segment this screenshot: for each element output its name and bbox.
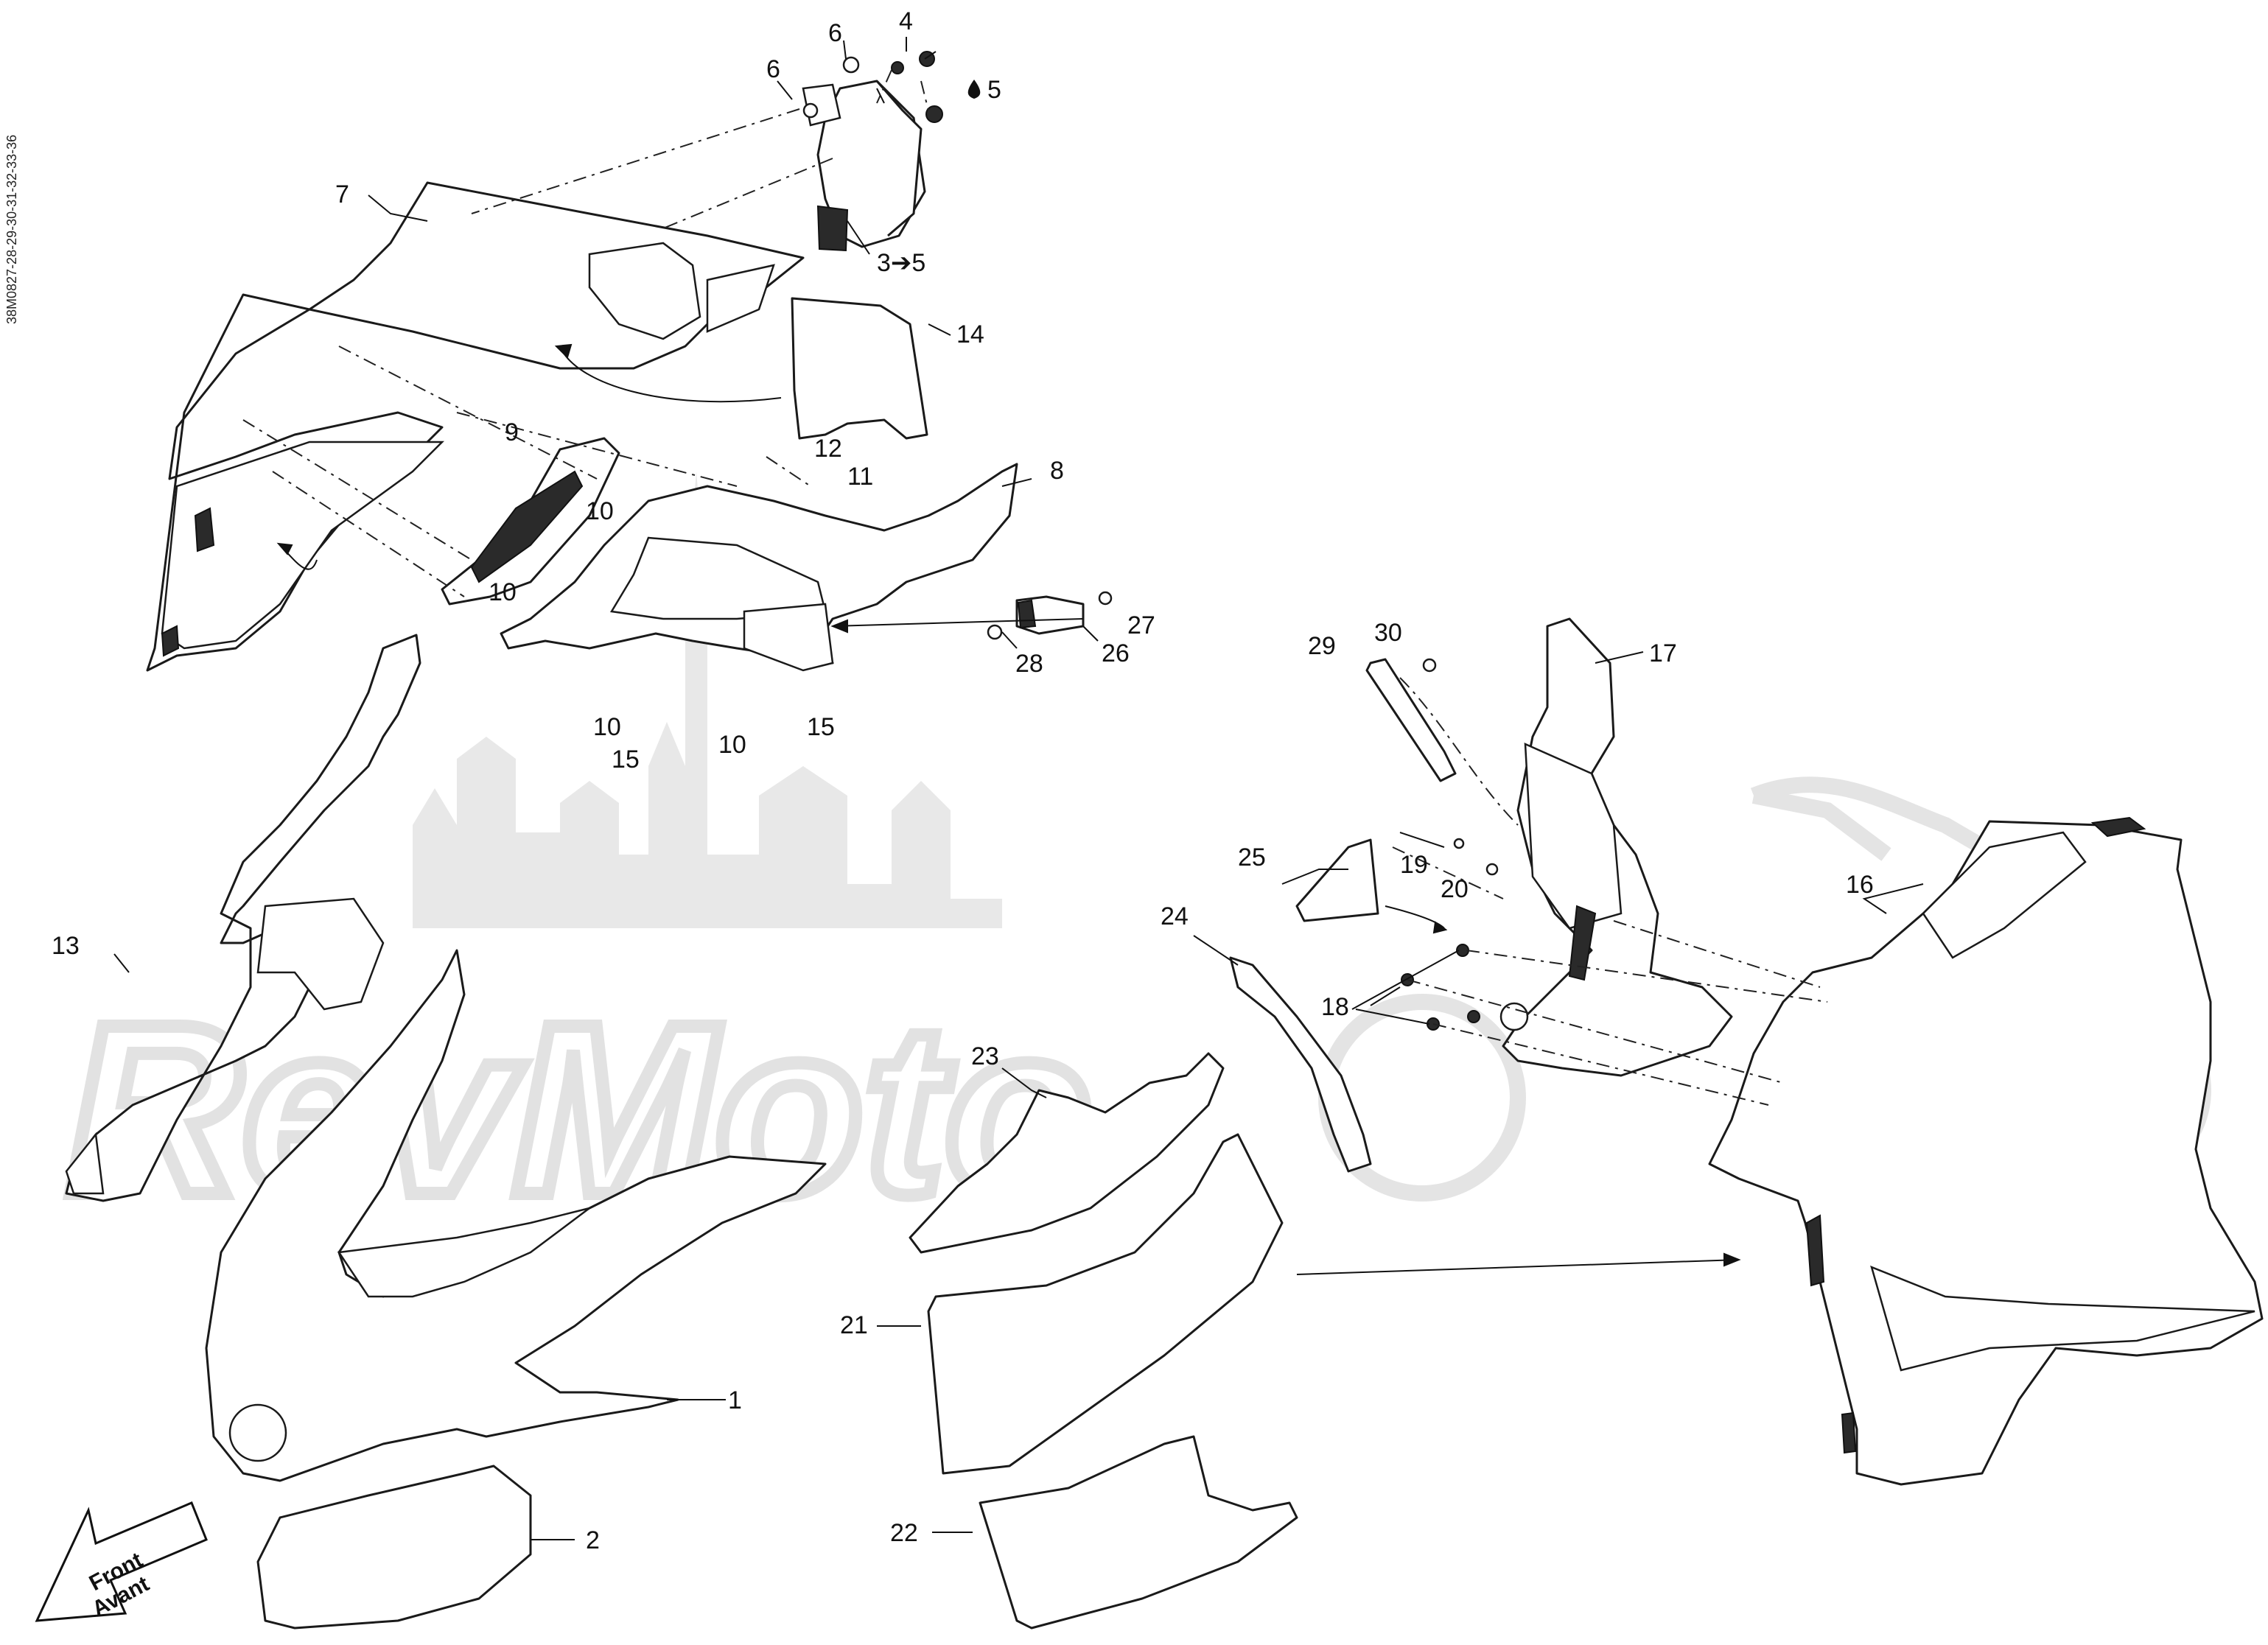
- part-13-side-fairing: [65, 634, 421, 1202]
- assembly-lines: [242, 69, 1828, 1106]
- leader-lines: [113, 37, 1924, 1540]
- callout-14: 14: [956, 320, 984, 348]
- watermark-text: RevMoto: [66, 973, 1093, 1245]
- callout-5: 5: [987, 76, 1001, 104]
- callout-15-a: 15: [612, 746, 640, 774]
- part-7-inner-panel: [146, 181, 805, 672]
- callout-18: 18: [1321, 993, 1349, 1021]
- part-21-lower-panel: [927, 1133, 1284, 1475]
- callout-16: 16: [1846, 871, 1874, 899]
- part-1-front-nose: [205, 949, 827, 1482]
- callout-4: 4: [899, 7, 913, 35]
- part-26-clip: [987, 591, 1113, 640]
- callout-9: 9: [505, 418, 519, 446]
- front-direction-arrow: Front Avant: [35, 1501, 208, 1622]
- part-3-light-module: [802, 80, 926, 252]
- part-25-block: [1295, 838, 1379, 922]
- part-14-insert: [791, 297, 928, 440]
- callout-29: 29: [1308, 632, 1336, 660]
- callout-6-side: 6: [766, 55, 780, 83]
- part-30-screw: [1422, 658, 1437, 673]
- callout-10-a: 10: [586, 497, 614, 525]
- grease-drop-icon: [967, 80, 981, 99]
- assembly-arrows: [276, 343, 1741, 1275]
- callout-13: 13: [52, 932, 80, 960]
- part-17-bracket: [1499, 617, 1733, 1077]
- watermark-castle: [413, 471, 1002, 928]
- callout-28: 28: [1015, 650, 1043, 678]
- callout-26: 26: [1102, 639, 1130, 667]
- callout-10-c: 10: [593, 713, 621, 741]
- part-2-chin: [256, 1465, 532, 1630]
- callout-15-b: 15: [807, 713, 835, 741]
- part-23-trim: [909, 1052, 1225, 1254]
- callout-23: 23: [971, 1042, 999, 1070]
- callout-19: 19: [1400, 851, 1428, 879]
- callout-1: 1: [728, 1386, 742, 1414]
- callout-12: 12: [814, 435, 842, 463]
- part-16-side-fairing: [1708, 816, 2264, 1486]
- callout-25: 25: [1238, 843, 1266, 871]
- callout-10-b: 10: [489, 578, 517, 606]
- part-9-grille: [441, 437, 620, 606]
- callout-6-top: 6: [828, 19, 842, 47]
- callout-8: 8: [1050, 457, 1064, 485]
- callout-2: 2: [586, 1526, 600, 1554]
- part-22-bottom-panel: [979, 1435, 1298, 1630]
- callout-30: 30: [1374, 619, 1402, 647]
- callout-7: 7: [335, 180, 349, 208]
- watermark: RevMoto: [60, 471, 2211, 1252]
- callout-10-d: 10: [718, 731, 746, 759]
- callout-27: 27: [1127, 611, 1155, 639]
- callout-20: 20: [1441, 875, 1469, 903]
- part-29-strap: [1365, 658, 1457, 782]
- callout-24: 24: [1161, 902, 1189, 930]
- callout-3-to-5: 3➔5: [877, 249, 925, 277]
- part-8-inner-lower-panel: [500, 463, 1018, 672]
- callouts: 1 2 3➔5 4 5 6 6 7 8 9 10 10 10 10 11 12 …: [52, 7, 1874, 1554]
- callout-21: 21: [840, 1311, 868, 1339]
- callout-11: 11: [847, 463, 873, 491]
- callout-22: 22: [890, 1519, 918, 1547]
- part-24-trim: [1229, 956, 1372, 1173]
- reference-code: 38M0827-28-29-30-31-32-33-36: [4, 135, 19, 324]
- callout-17: 17: [1649, 639, 1677, 667]
